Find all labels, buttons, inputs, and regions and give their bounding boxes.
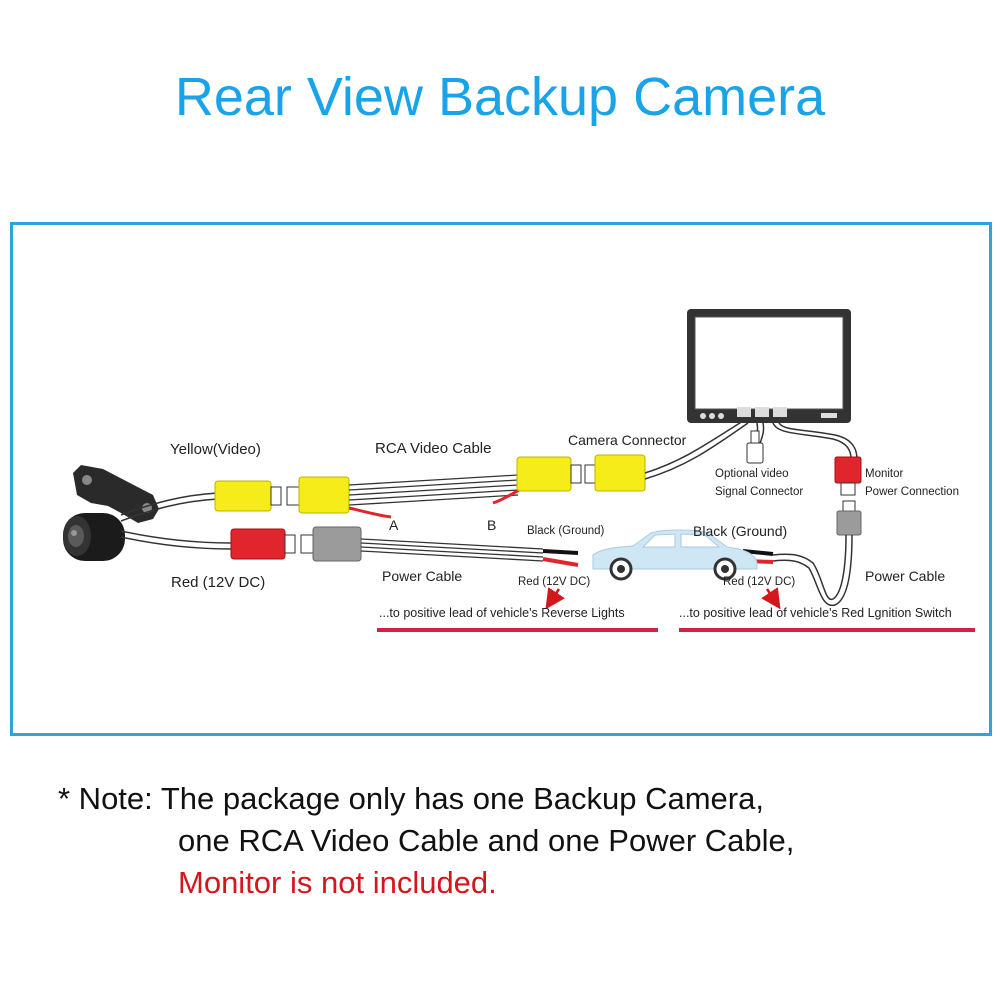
label-power-cable-right: Power Cable <box>865 568 945 584</box>
label-yellow-video: Yellow(Video) <box>170 441 261 458</box>
label-ignition-switch: ...to positive lead of vehicle's Red Lgn… <box>679 606 952 620</box>
note-prefix: * Note: <box>58 781 161 816</box>
power-cable-connector <box>300 526 362 562</box>
page-title: Rear View Backup Camera <box>174 67 826 127</box>
wiring-diagram: Yellow(Video) Red (12V DC) RCA Video Cab… <box>63 309 975 632</box>
label-red-12v-left: Red (12V DC) <box>518 576 590 588</box>
monitor-power-connector-gray <box>836 500 862 536</box>
rca-cable-connector-b <box>516 456 582 492</box>
label-monitor-power-2: Power Connection <box>865 486 959 498</box>
label-optional-video-2: Signal Connector <box>715 486 803 498</box>
label-reverse-lights: ...to positive lead of vehicle's Reverse… <box>379 606 625 620</box>
camera-yellow-plug <box>214 480 282 512</box>
wiring-diagram-frame: Yellow(Video) Red (12V DC) RCA Video Cab… <box>10 222 992 736</box>
label-monitor-power-1: Monitor <box>865 468 904 480</box>
power-cable-bundle <box>360 538 579 567</box>
right-power-cable <box>742 534 853 606</box>
label-point-b: B <box>487 517 496 533</box>
rca-cable-connector-a <box>286 476 350 514</box>
package-note: * Note: The package only has one Backup … <box>58 778 794 904</box>
monitor <box>687 309 851 423</box>
red-lead-arrows <box>545 587 781 610</box>
label-power-cable-left: Power Cable <box>382 568 462 584</box>
label-camera-connector: Camera Connector <box>568 432 687 448</box>
camera-lead-wires <box>120 492 232 550</box>
label-optional-video-1: Optional video <box>715 468 789 480</box>
label-red-12v-right: Red (12V DC) <box>723 576 795 588</box>
optional-video-connector <box>746 430 764 464</box>
label-black-ground-left: Black (Ground) <box>527 525 605 537</box>
vehicle <box>592 529 758 581</box>
camera-red-plug <box>230 528 296 560</box>
monitor-camera-connector <box>584 454 646 492</box>
label-point-a: A <box>389 517 399 533</box>
rca-video-cable <box>348 474 522 519</box>
note-line-2: one RCA Video Cable and one Power Cable, <box>178 823 795 858</box>
label-rca-video-cable: RCA Video Cable <box>375 440 491 457</box>
note-line-1: * Note: The package only has one Backup … <box>58 778 794 820</box>
label-red-12v: Red (12V DC) <box>171 574 265 591</box>
monitor-power-connector-red <box>834 456 862 496</box>
note-text-1: The package only has one Backup Camera, <box>160 781 764 816</box>
note-line-3-warning: Monitor is not included. <box>178 865 497 900</box>
label-black-ground-right: Black (Ground) <box>693 523 787 539</box>
